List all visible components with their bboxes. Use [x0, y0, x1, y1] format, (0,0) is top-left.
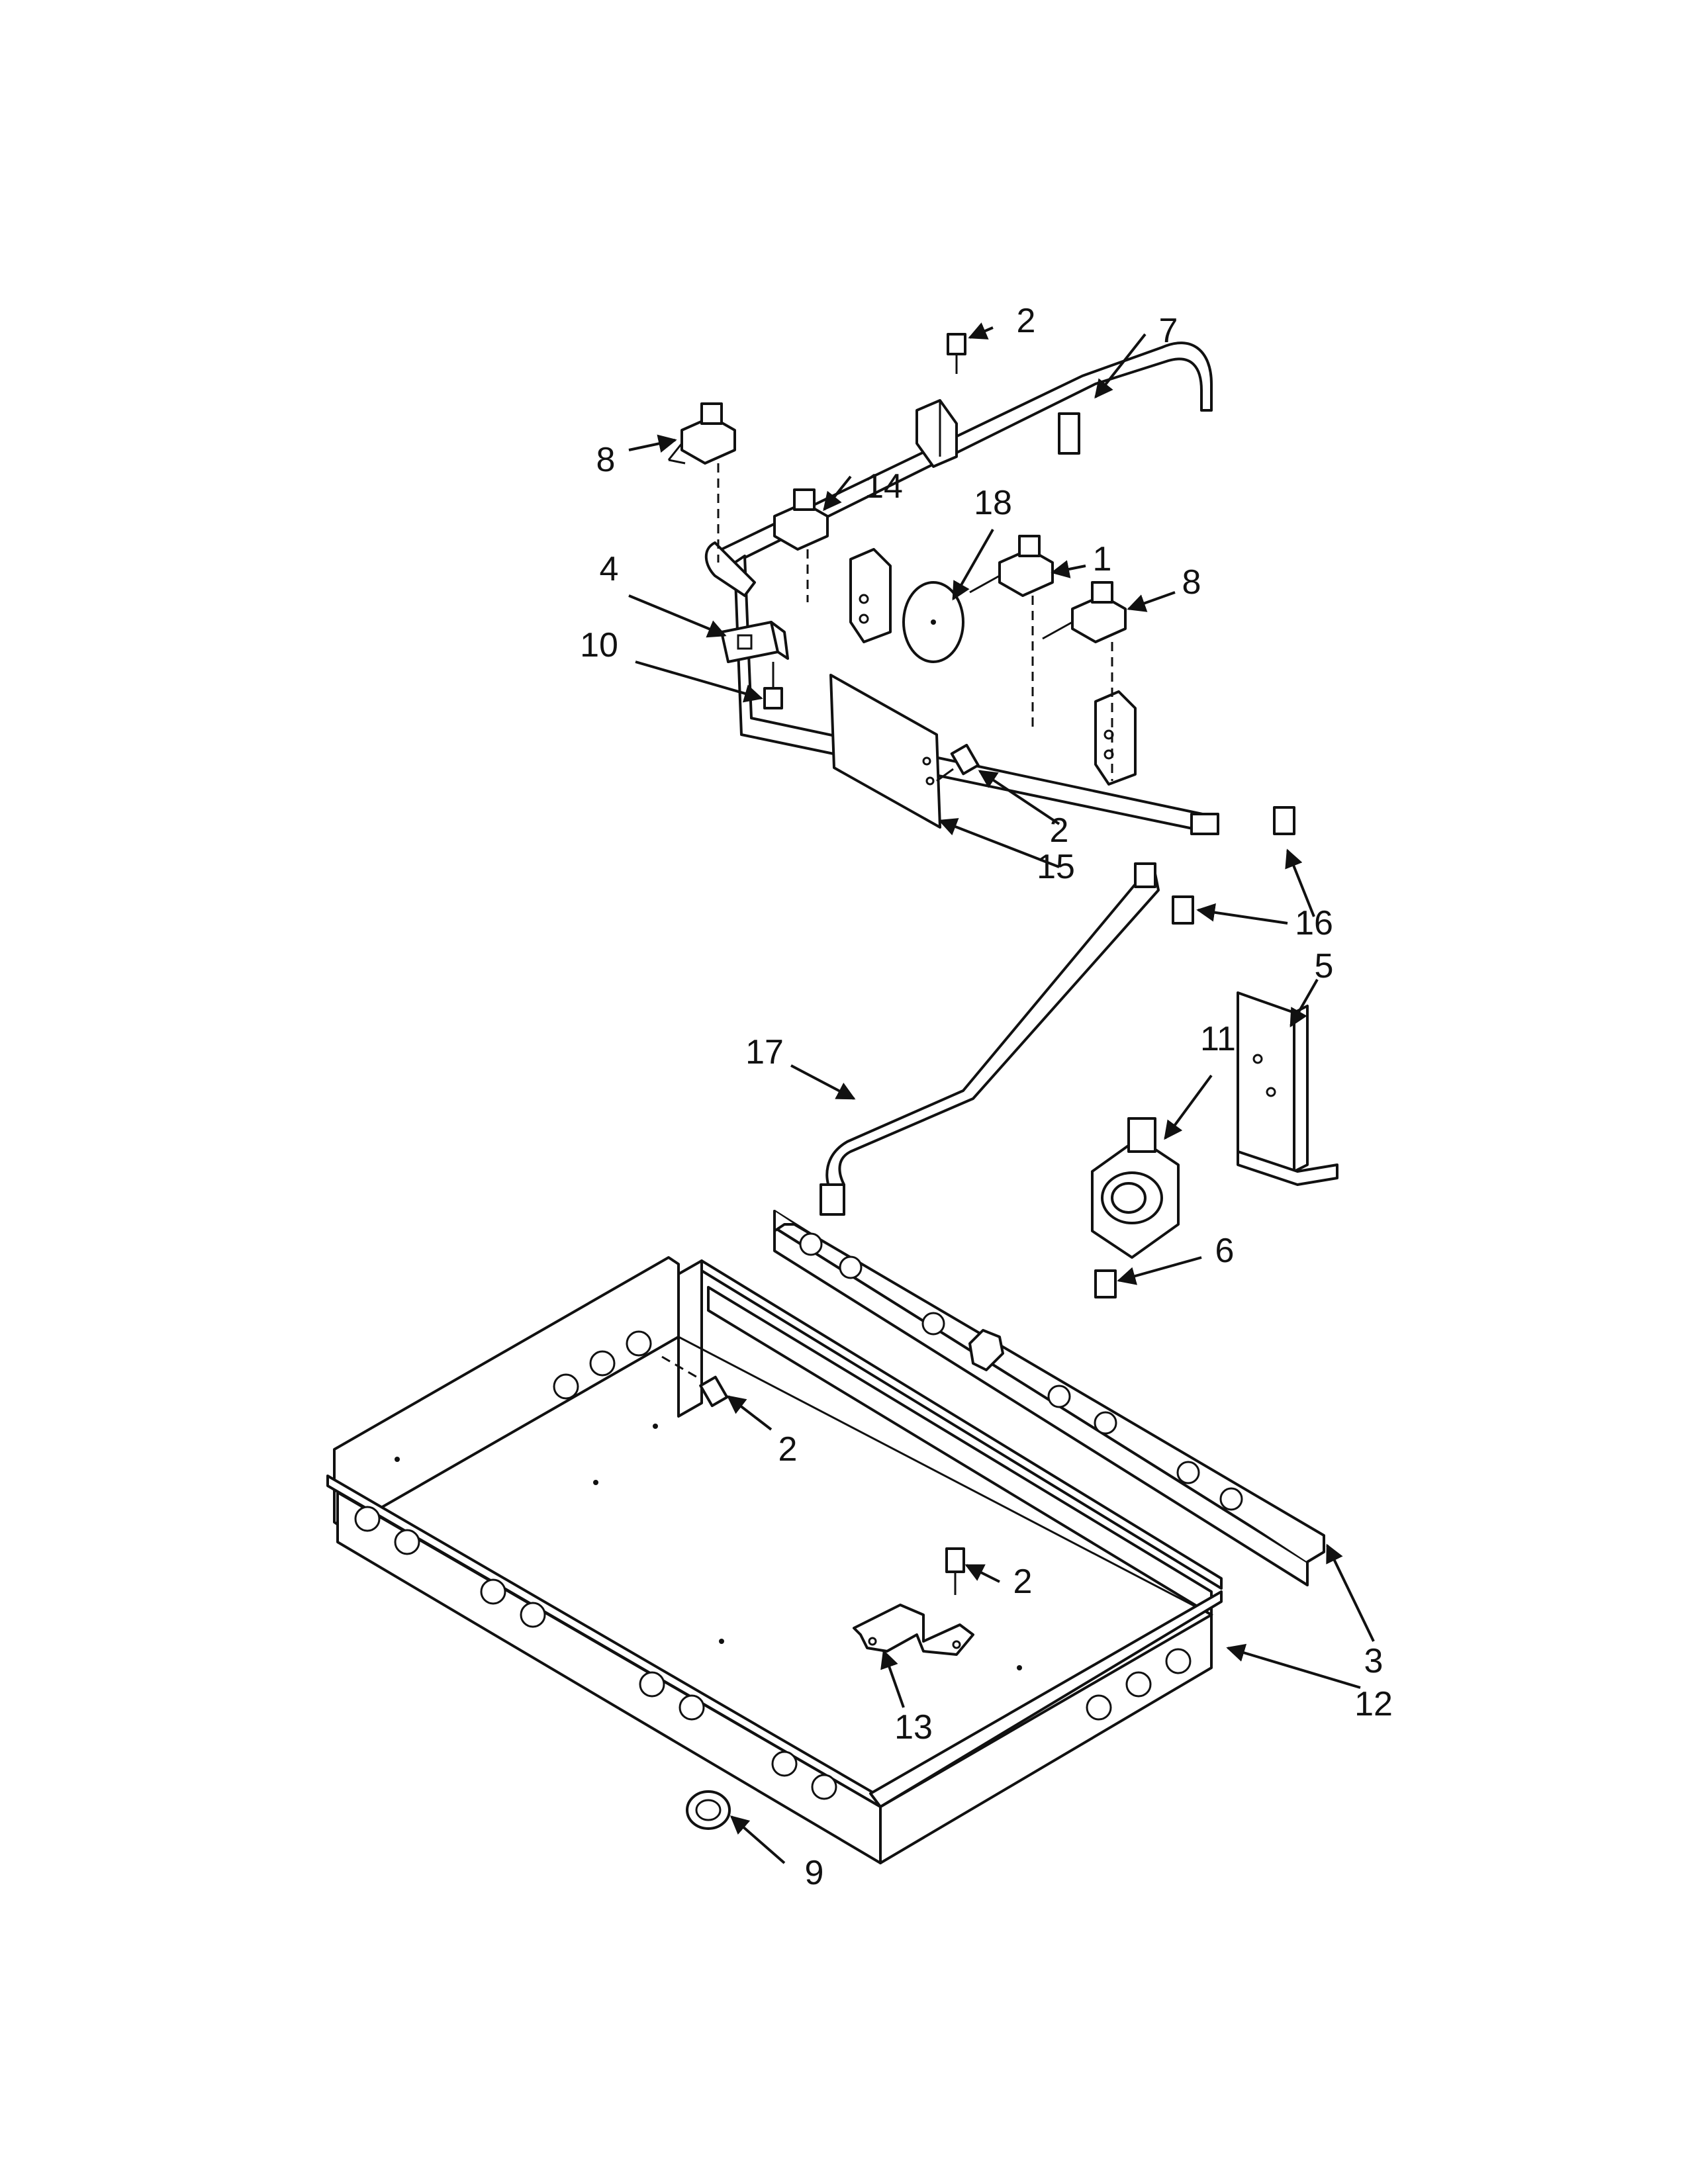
- burner-valve-left: [667, 402, 736, 563]
- leader-lines: [628, 322, 1375, 1864]
- burner-valve-1: [969, 535, 1054, 728]
- callout-2-top-screw: 2: [1017, 302, 1036, 340]
- screw-bracket-13: [945, 1547, 965, 1595]
- callout-2-box-screw: 2: [778, 1430, 798, 1469]
- callout-6-fitting: 6: [1215, 1232, 1235, 1270]
- callout-2-bracket-screw: 2: [1013, 1563, 1033, 1601]
- callout-7-manifold-pipe: 7: [1159, 312, 1178, 350]
- callout-11-regulator: 11: [1200, 1020, 1236, 1058]
- callout-8-left-valve: 8: [596, 441, 616, 479]
- fitting-16-upper: [1273, 806, 1295, 835]
- callout-3-manifold-panel: 3: [1364, 1642, 1383, 1680]
- mounting-bracket-4: [720, 621, 789, 663]
- fitting-16-lower: [1172, 895, 1194, 925]
- callout-4-bracket: 4: [600, 550, 619, 588]
- callout-5-bracket: 5: [1315, 947, 1334, 985]
- fitting-6: [1094, 1269, 1117, 1298]
- pipe-clamp-bracket-middle: [849, 548, 892, 643]
- cover-plate-15: [829, 674, 941, 829]
- callout-16-fittings: 16: [1295, 904, 1333, 942]
- callout-17-gas-tube: 17: [745, 1033, 784, 1071]
- manifold-pipe: [704, 341, 1219, 835]
- bracket-13: [853, 1604, 974, 1656]
- screw-top: [947, 333, 966, 374]
- callout-12-burner-box: 12: [1354, 1685, 1393, 1723]
- burner-box-12: [326, 1256, 1223, 1864]
- callout-1-valve: 1: [1093, 540, 1112, 578]
- callout-9-foot: 9: [805, 1854, 824, 1892]
- callout-2-cover-screw: 2: [1050, 811, 1069, 850]
- screw-10: [763, 662, 783, 709]
- gas-supply-tube: [820, 862, 1160, 1216]
- burner-valve-14: [773, 488, 829, 602]
- callout-13-bracket: 13: [894, 1708, 933, 1747]
- callout-8-right-valve: 8: [1182, 563, 1201, 602]
- callout-18-clip: 18: [974, 484, 1012, 522]
- pipe-clamp-bracket-right: [1094, 690, 1137, 786]
- callout-14-valve: 14: [865, 467, 903, 506]
- pipe-clamp-bracket-top: [915, 399, 958, 468]
- spring-clip-disc: [902, 581, 964, 663]
- regulator-bracket-5: [1237, 991, 1338, 1186]
- pressure-regulator-11: [1091, 1117, 1180, 1259]
- foot-9: [686, 1790, 731, 1830]
- burner-valve-right: [1042, 581, 1127, 781]
- callout-labels: 2 7 8 14 18 1 8 4 10 2 15 16 5 11 17 6 2…: [580, 302, 1393, 1892]
- callout-15-cover-plate: 15: [1037, 848, 1075, 886]
- screw-box-side: [661, 1355, 729, 1408]
- manifold-panel-3: [773, 1210, 1325, 1586]
- screw-cover: [936, 743, 980, 782]
- callout-10-screw: 10: [580, 626, 618, 664]
